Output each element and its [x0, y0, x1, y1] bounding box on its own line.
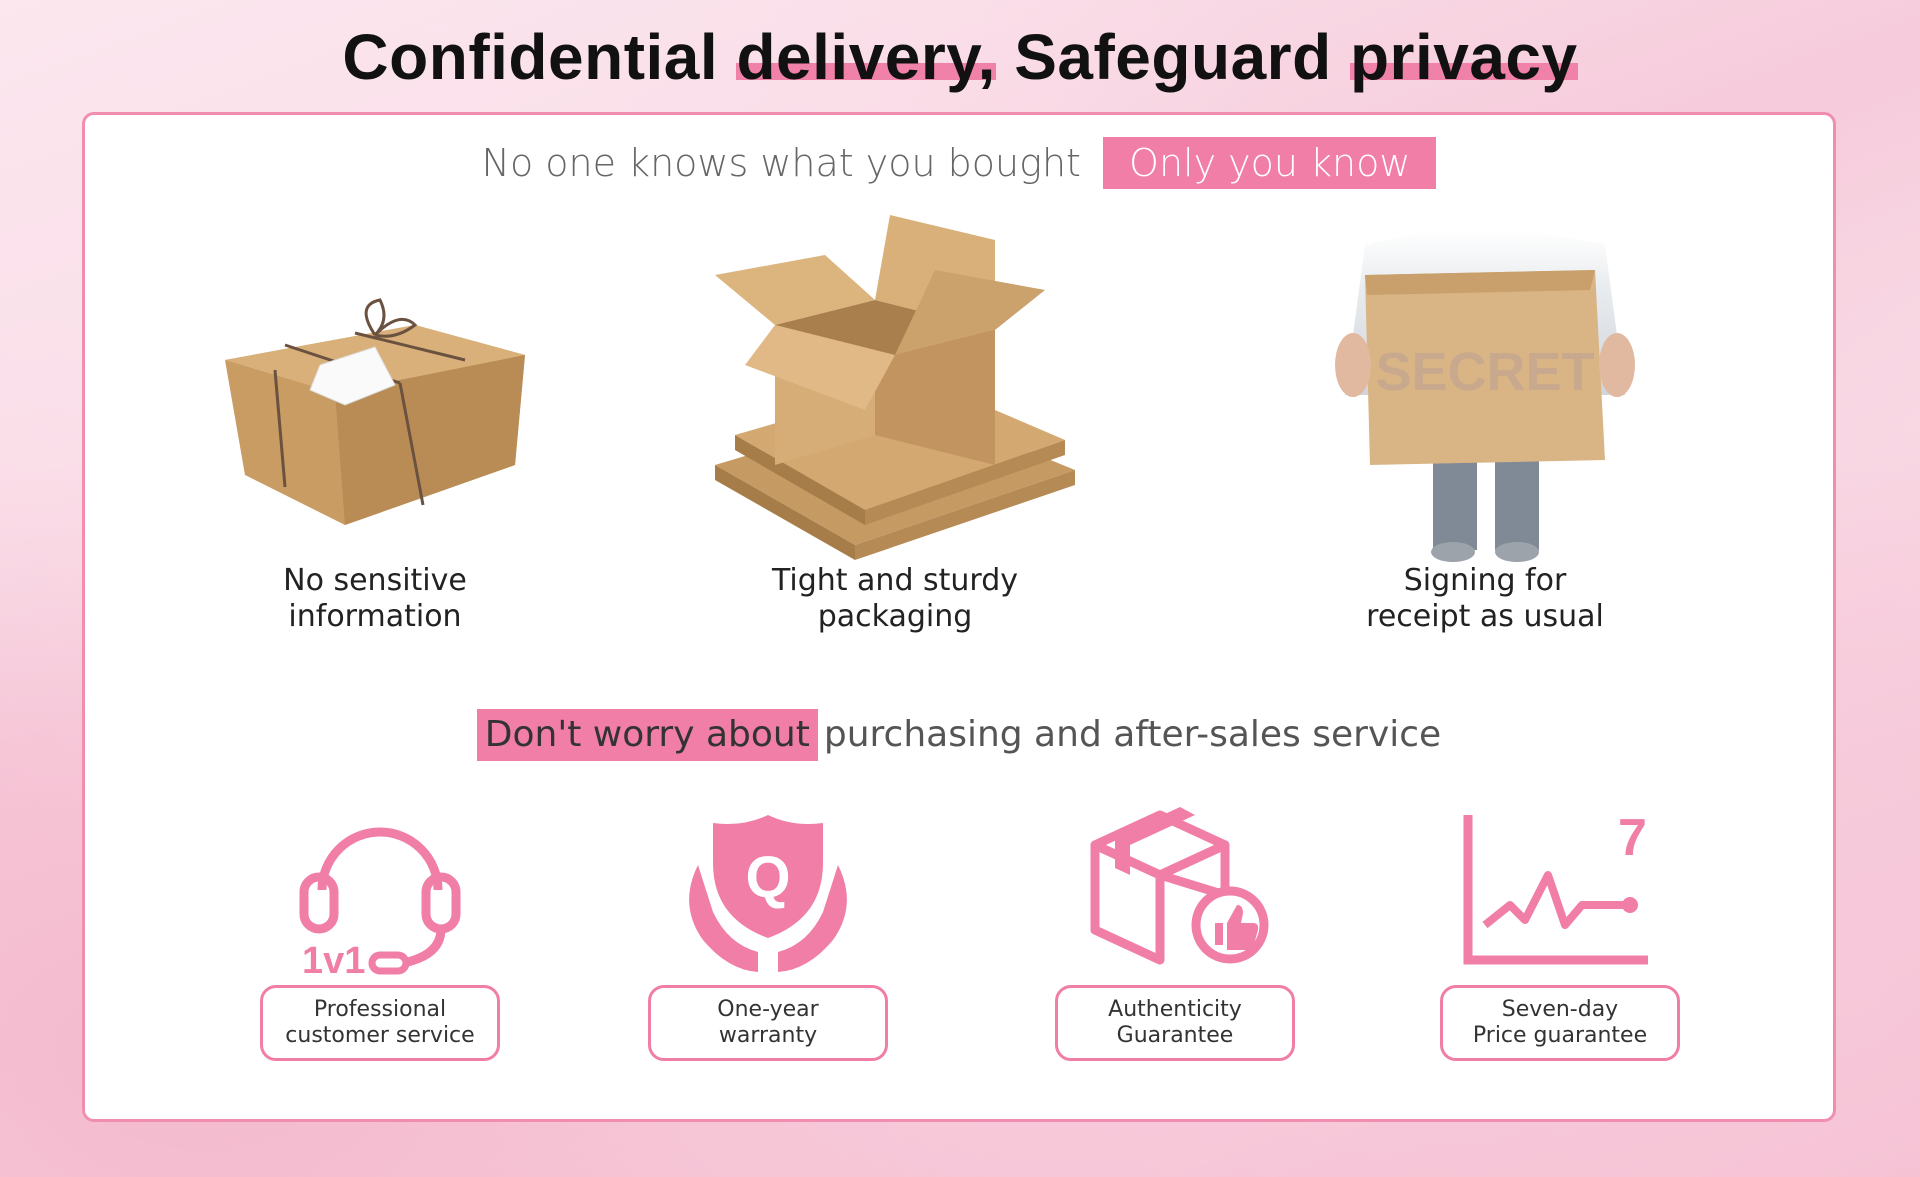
headline-highlight-2: privacy	[1349, 21, 1578, 93]
service-subtitle-text: purchasing and after-sales service	[823, 714, 1442, 755]
privacy-subtitle: No one knows what you bought Only you kn…	[85, 137, 1833, 189]
box-thumbs-up-icon	[1090, 807, 1269, 965]
cardboard-boxes-icon	[715, 215, 1075, 560]
page-headline: Confidential delivery, Safeguard privacy	[0, 20, 1920, 94]
price-chart-icon: 7	[1463, 809, 1648, 965]
privacy-subtitle-text: No one knows what you bought	[481, 141, 1081, 185]
one-v-one-badge: 1v1	[302, 940, 365, 975]
shield-hands-icon: Q	[689, 815, 847, 972]
service-subtitle-tag: Don't worry about	[476, 709, 818, 761]
seven-badge: 7	[1618, 809, 1647, 867]
secret-stamp-text: SECRET	[1375, 342, 1594, 402]
headline-text-2: Safeguard	[995, 21, 1350, 93]
headline-text-1: Confidential	[342, 21, 737, 93]
info-panel: No one knows what you bought Only you kn…	[82, 112, 1836, 1122]
person-holding-box-icon: SECRET	[1335, 230, 1635, 562]
wrapped-parcel-icon	[225, 298, 525, 525]
q-badge: Q	[745, 845, 790, 910]
privacy-subtitle-tag: Only you know	[1103, 137, 1437, 189]
headline-highlight-1: delivery,	[736, 21, 996, 93]
headset-icon: 1v1	[299, 827, 461, 975]
